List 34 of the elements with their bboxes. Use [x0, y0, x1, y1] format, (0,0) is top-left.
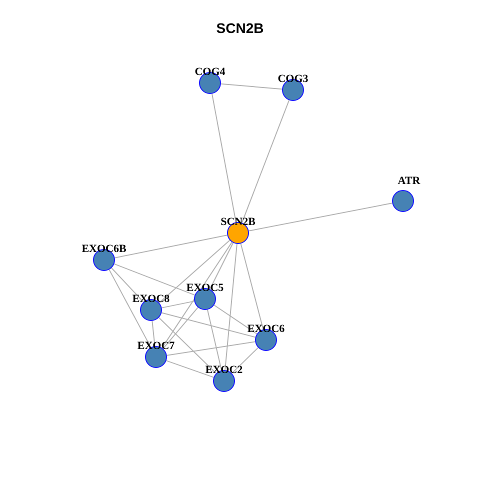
network-edge: [209, 242, 234, 290]
chart-title: SCN2B: [215, 20, 265, 36]
network-edge: [114, 234, 228, 258]
network-edge: [166, 360, 214, 378]
network-edge: [114, 263, 196, 296]
network-edge: [166, 341, 256, 356]
network-edge: [240, 243, 264, 330]
network-edge: [248, 202, 393, 232]
node-label: SCN2B: [220, 216, 256, 228]
node-label: COG3: [278, 73, 308, 85]
network-edge: [158, 317, 217, 374]
node-label: ATR: [398, 175, 420, 187]
node-label: EXOC5: [186, 282, 224, 294]
node-label: EXOC2: [205, 364, 243, 376]
node-label: EXOC7: [137, 340, 175, 352]
network-edge: [162, 306, 198, 350]
node-label: EXOC6: [247, 323, 285, 335]
network-edge: [111, 268, 144, 302]
network-edge: [161, 312, 256, 338]
network-edge: [162, 242, 232, 348]
node-label: EXOC8: [132, 293, 170, 305]
network-edge: [212, 93, 236, 223]
network-edge: [161, 300, 195, 308]
network-edge: [206, 309, 222, 371]
network-edge: [152, 320, 156, 347]
network-edge: [220, 83, 283, 90]
node-label: EXOC6B: [82, 243, 126, 255]
network-edge: [158, 240, 230, 304]
network-edge: [231, 347, 259, 374]
network-edge: [224, 243, 238, 371]
network-edge: [108, 269, 152, 348]
node-label: COG4: [194, 66, 226, 78]
network-edge: [241, 100, 290, 224]
network-edge: [214, 304, 258, 334]
